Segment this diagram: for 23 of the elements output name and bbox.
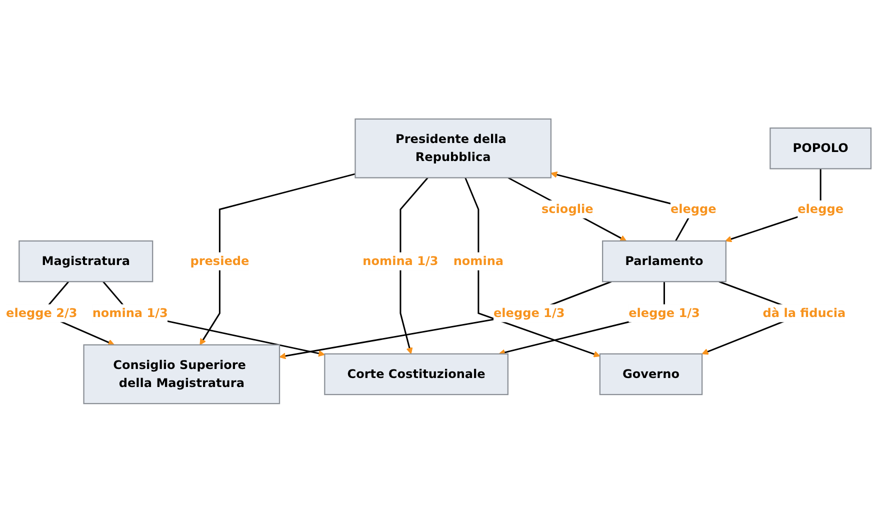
edge-label: scioglie — [542, 202, 594, 216]
node-box: Governo — [599, 354, 703, 396]
edge-label: elegge — [670, 202, 716, 216]
arrow — [200, 173, 356, 346]
node-box: Corte Costituzionale — [324, 354, 508, 396]
node-box: Parlamento — [602, 240, 726, 282]
edge-label: elegge — [798, 202, 844, 216]
arrow — [508, 177, 627, 242]
node-box: POPOLO — [770, 128, 872, 170]
arrow — [464, 178, 600, 358]
node-box: Consiglio Superiore della Magistratura — [83, 344, 280, 404]
arrow — [279, 281, 612, 360]
edge-label: nomina 1/3 — [92, 306, 168, 320]
edge-label: nomina — [453, 254, 504, 268]
edge-label: dà la fiducia — [762, 306, 846, 320]
edge-label: elegge 1/3 — [628, 306, 700, 320]
edge-label: elegge 1/3 — [493, 306, 565, 320]
edge-label: presiede — [190, 254, 250, 268]
edge-label: elegge 2/3 — [6, 306, 78, 320]
node-box: Presidente della Repubblica — [354, 118, 552, 178]
edge-label: nomina 1/3 — [362, 254, 438, 268]
node-box: Magistratura — [18, 240, 154, 282]
arrow — [400, 177, 428, 354]
